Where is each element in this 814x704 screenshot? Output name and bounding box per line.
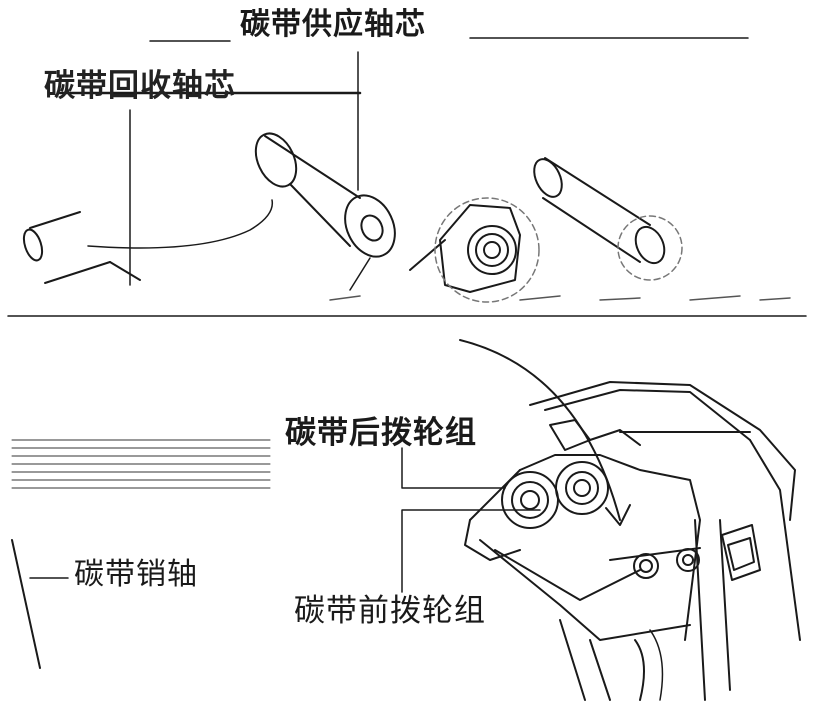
supply-core-cylinder [254,132,396,258]
side-button [721,524,761,581]
pin-shaft-curve [11,539,41,669]
ribbon-pin-shaft-label: 碳带销轴 [74,557,198,592]
front-roller-pair [609,547,701,579]
takeup-core-shaft [22,211,141,284]
rear-roller-pair [501,461,609,529]
printer-mechanism [464,454,701,701]
front-roller-group-label: 碳带前拨轮组 [294,593,486,629]
mount-bracket [409,204,521,293]
takeup-core-label: 碳带回收轴芯 [44,68,236,104]
rear-roller-group-label: 碳带后拨轮组 [285,415,477,451]
right-shaft [533,157,666,265]
cable-outline [649,629,664,701]
left-hatch-lines [11,439,271,489]
rear-roller-gripper [549,419,641,451]
bearing-detail-callout [434,197,540,303]
shaft-end-callout [617,215,683,281]
load-direction-arrow [459,339,621,521]
front-roller-leader [401,509,541,593]
supply-core-label: 碳带供应轴芯 [240,7,426,42]
base-marks [329,295,791,301]
rear-roller-leader [401,447,506,489]
cable [634,639,645,701]
supply-leader-lower [349,257,371,291]
load-arrow-head [605,504,631,526]
ribbon-curve [87,199,274,249]
